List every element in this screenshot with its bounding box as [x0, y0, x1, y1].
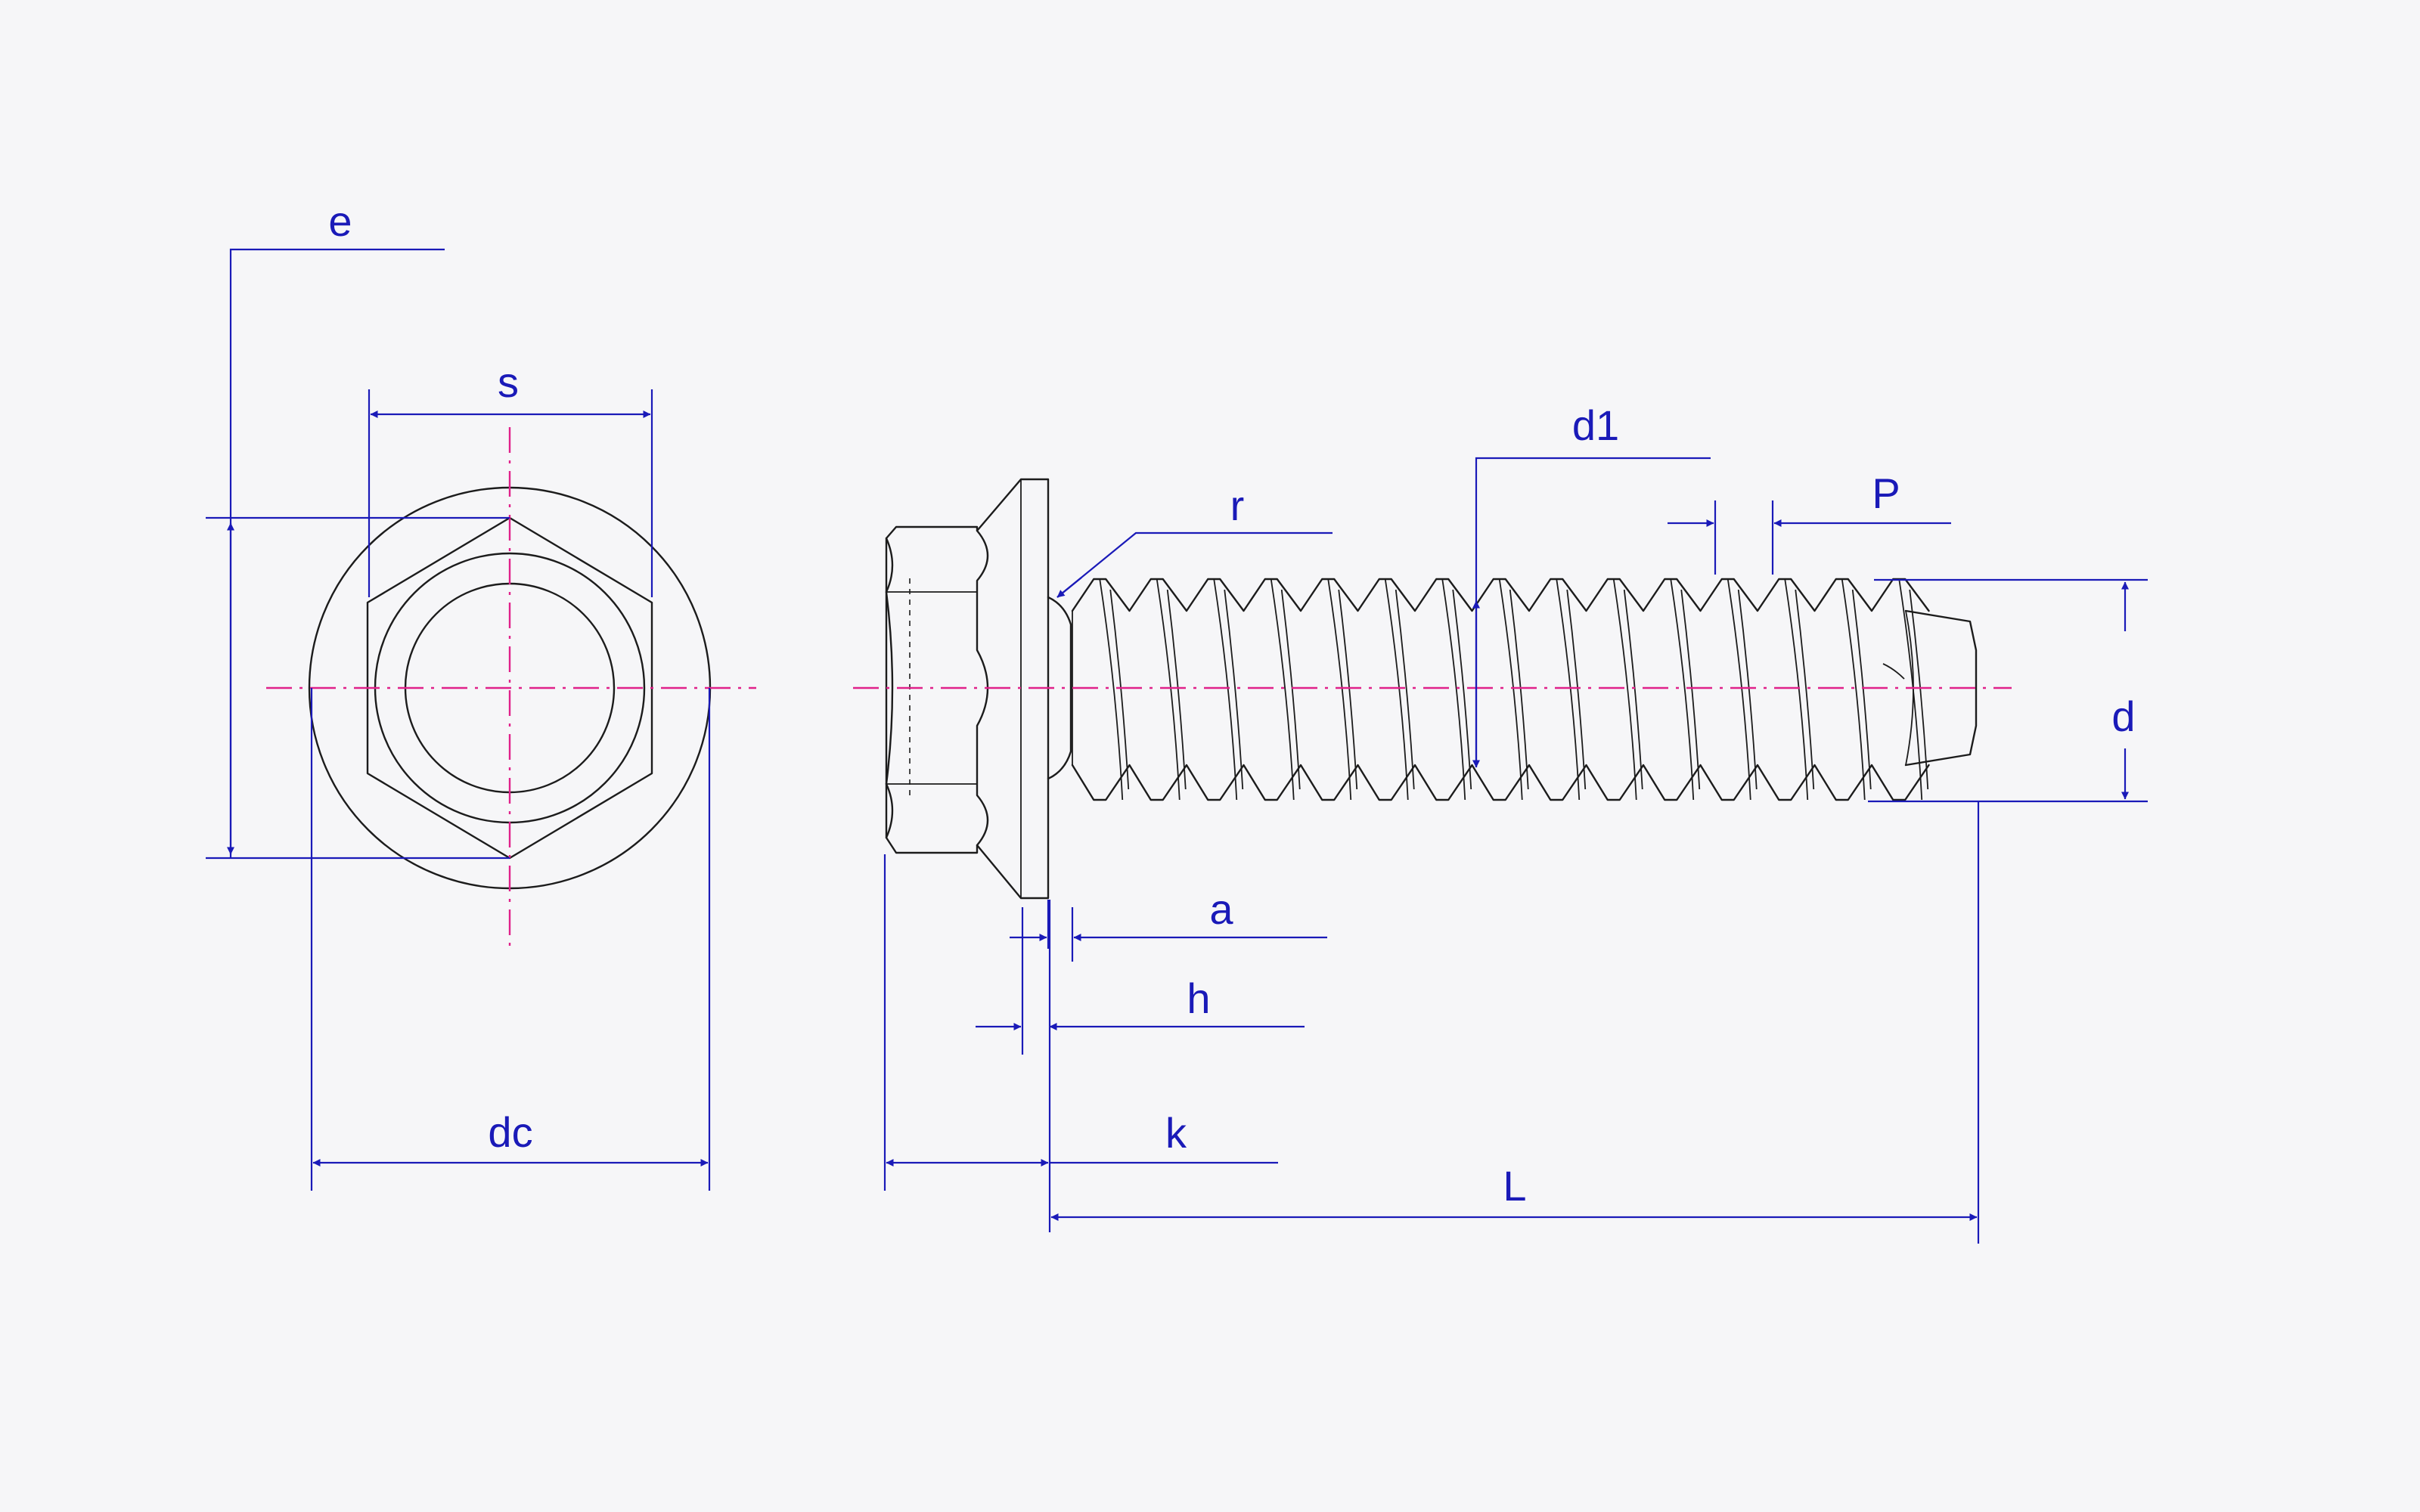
dimension-e: e: [206, 197, 510, 860]
dimension-s: s: [368, 358, 653, 597]
screw-point: [1904, 609, 1978, 767]
dimension-d1: d1: [1472, 401, 1711, 768]
dim-r-arrow: [1056, 577, 1082, 598]
dimension-l: L: [1050, 801, 1980, 1244]
underhead-fillet: [1047, 596, 1072, 780]
dim-e-label: e: [328, 197, 352, 245]
thread-crest-line: [1784, 578, 1809, 801]
dimension-p: P: [1668, 469, 1951, 575]
dimension-a: a: [1010, 885, 1327, 962]
thread-flank-line: [1395, 589, 1415, 790]
thread-crest-line: [1498, 578, 1523, 801]
side-view: [853, 478, 2012, 900]
thread-crest-line: [1327, 578, 1352, 801]
dim-r-label: r: [1230, 482, 1245, 529]
dim-d-label: d: [2111, 692, 2135, 740]
thread-crest-line: [1727, 578, 1751, 801]
dimension-d: d: [1868, 578, 2148, 803]
thread-flank-line: [1452, 589, 1472, 790]
thread-crest-line: [1270, 578, 1295, 801]
thread-crest-line: [1612, 578, 1637, 801]
end-view: [266, 427, 756, 949]
thread-crest-line: [1441, 578, 1466, 801]
dim-r-leader: [1056, 531, 1333, 598]
thread-crest-line: [1841, 578, 1866, 801]
dim-dc-label: dc: [488, 1108, 532, 1156]
dimension-h: h: [976, 907, 1305, 1055]
dimensions: e s dc d1 r: [206, 197, 2148, 1244]
thread-crest-line: [1556, 578, 1581, 801]
dim-a-label: a: [1209, 885, 1233, 933]
threaded-shank: [1071, 578, 1930, 801]
dimension-r: r: [1056, 482, 1333, 598]
thread-flank-line: [1795, 589, 1815, 790]
dim-d1-label: d1: [1572, 401, 1619, 449]
thread-flank-line: [1224, 589, 1244, 790]
hex-head-side: [885, 525, 989, 854]
dim-h-label: h: [1187, 974, 1210, 1022]
dim-s-label: s: [498, 358, 519, 406]
hex-arc-upper: [885, 537, 894, 593]
point-notch: [1882, 663, 1905, 680]
thread-profile-bottom: [1071, 764, 1930, 801]
thread-crest-line: [1099, 578, 1124, 801]
dim-k-label: k: [1165, 1109, 1187, 1157]
hex-arc-lower: [885, 782, 894, 839]
thread-crest-line: [1384, 578, 1409, 801]
thread-crest-line: [1670, 578, 1695, 801]
thread-crest-line: [1213, 578, 1238, 801]
dimension-dc: dc: [310, 688, 711, 1191]
thread-crest-line: [1156, 578, 1181, 801]
hex-arc-mid: [885, 590, 894, 785]
dimension-k: k: [883, 854, 1278, 1232]
dim-l-label: L: [1503, 1162, 1526, 1210]
dim-e-leader: [229, 248, 445, 859]
dim-p-label: P: [1872, 469, 1900, 517]
